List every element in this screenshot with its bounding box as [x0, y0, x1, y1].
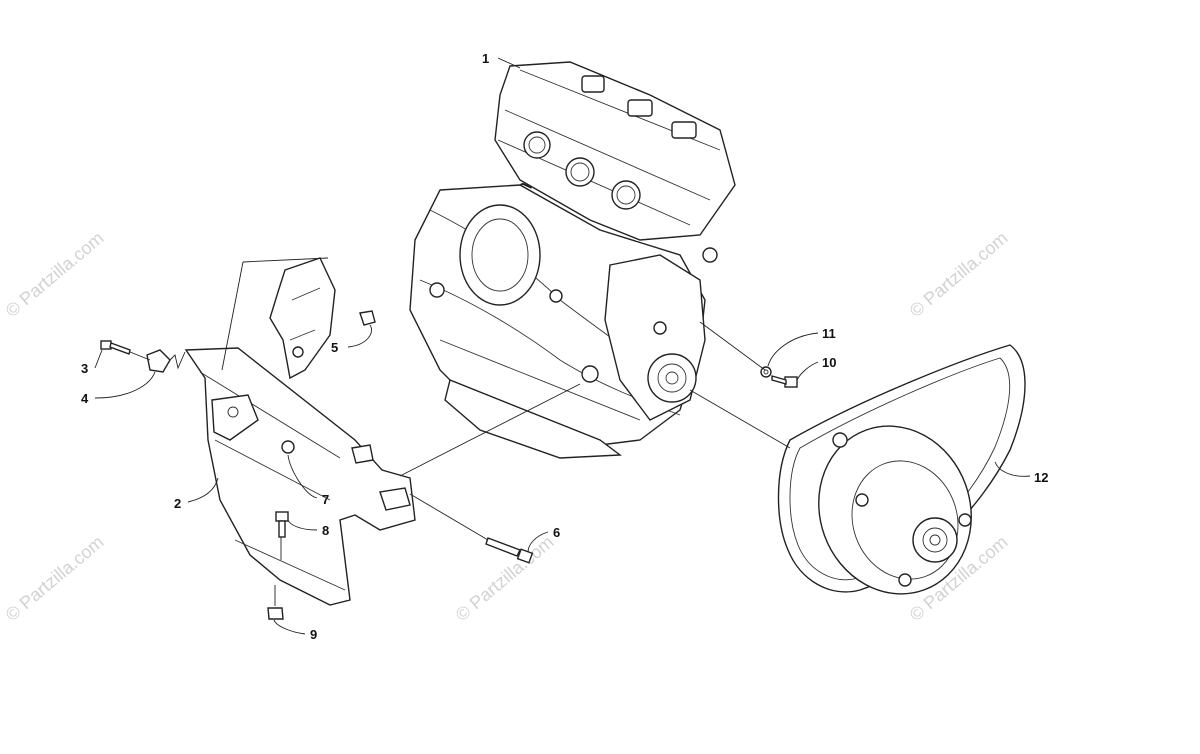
callout-9: 9 [310, 627, 317, 642]
leader-4 [94, 371, 156, 399]
callout-labels: 1 2 3 4 5 6 7 8 9 10 11 12 [81, 51, 1048, 642]
part-9-nut [267, 607, 284, 620]
callout-7: 7 [322, 492, 329, 507]
upper-mount-bracket [269, 257, 336, 380]
part-6-bolt [485, 537, 534, 564]
assembly-line-mount-left [221, 261, 244, 371]
assembly-line-bracket-bolt6 [409, 493, 489, 541]
leader-5 [347, 324, 372, 348]
part-2-bracket [184, 347, 416, 606]
watermark-right-top: © Partzilla.com [906, 228, 1012, 321]
leader-7 [287, 454, 318, 499]
part-11-washer [760, 366, 772, 378]
callout-3: 3 [81, 361, 88, 376]
leader-10 [796, 361, 819, 381]
part-4-clip [146, 349, 171, 373]
callout-1: 1 [482, 51, 489, 66]
leader-8 [287, 519, 318, 531]
assembly-line-bolt3 [129, 351, 151, 361]
leader-1 [497, 57, 521, 69]
callout-10: 10 [822, 355, 836, 370]
watermark-left-bottom: © Partzilla.com [2, 532, 108, 625]
part-10-bolt [771, 375, 798, 388]
leader-6 [527, 531, 549, 553]
assembly-line-clutch [689, 389, 791, 449]
callout-2: 2 [174, 496, 181, 511]
leader-11 [767, 332, 819, 367]
assembly-lines [94, 57, 1031, 635]
part-8-bolt [275, 511, 289, 538]
leader-3 [94, 349, 103, 369]
callout-11: 11 [822, 326, 836, 341]
leader-2 [187, 477, 219, 503]
assembly-line-mount-top [242, 257, 329, 263]
callout-6: 6 [553, 525, 560, 540]
watermark-left-top: © Partzilla.com [2, 228, 108, 321]
leader-9 [273, 619, 306, 635]
part-12-clutch-belt [777, 344, 1026, 595]
leader-12 [994, 461, 1031, 477]
callout-4: 4 [81, 391, 89, 406]
part-3-bolt [100, 340, 131, 355]
engine-block [409, 61, 736, 459]
callout-12: 12 [1034, 470, 1048, 485]
part-5-nut [359, 310, 376, 326]
assembly-line-bolt3-bracket [169, 351, 186, 370]
assembly-line-bracket-engine [399, 383, 581, 477]
callout-8: 8 [322, 523, 329, 538]
part-7-nut [281, 440, 295, 454]
assembly-line-bolt10 [699, 321, 766, 371]
callout-5: 5 [331, 340, 338, 355]
